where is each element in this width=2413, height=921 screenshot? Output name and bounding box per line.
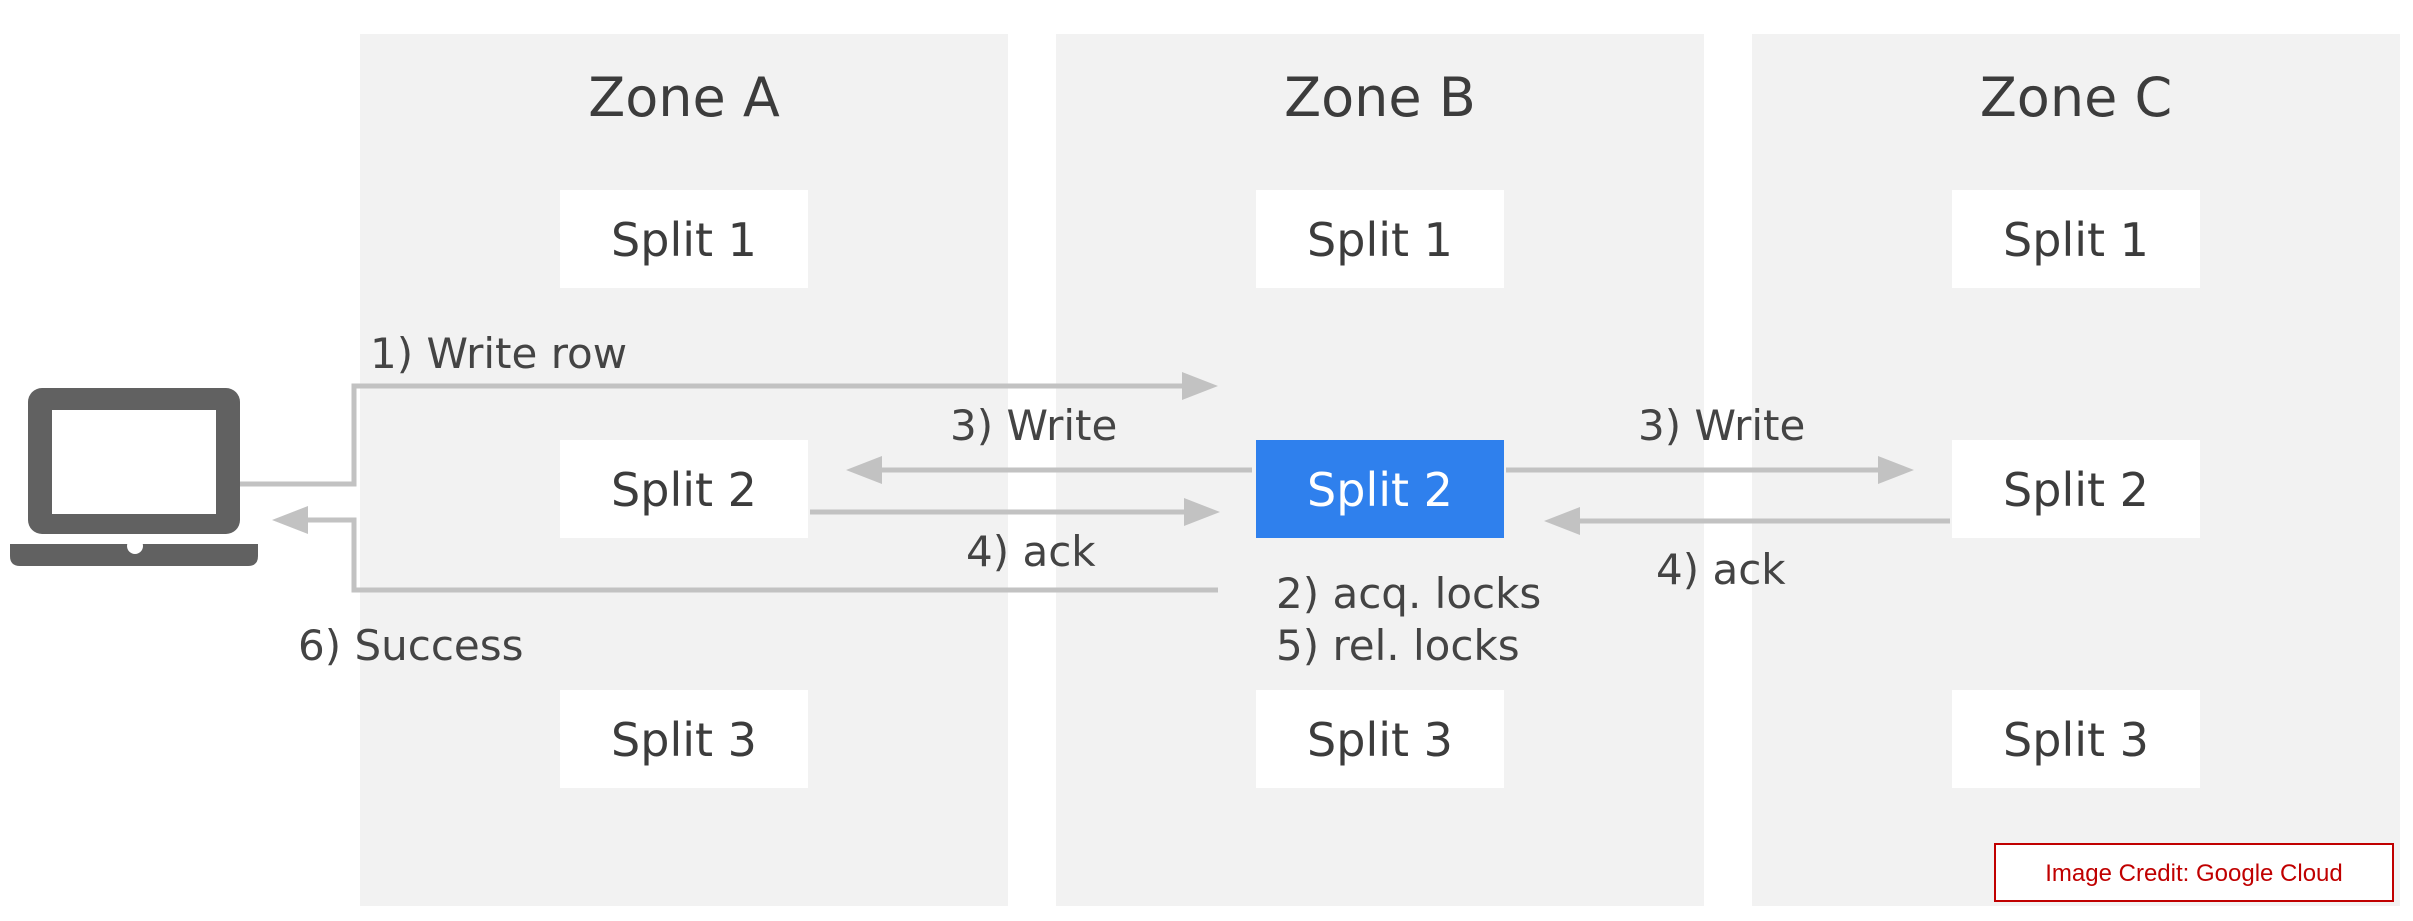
write-zone-a-arrow-head [846,456,882,484]
zone-b-title: Zone B [1284,66,1476,129]
write-zone-c-arrow-head [1878,456,1914,484]
zone-c-split-2 [1952,440,2200,538]
step-ack-zone-c-label: 4) ack [1656,545,1786,594]
flow-arrows [240,372,1950,593]
image-credit-box [1994,843,2394,902]
zone-c-split-3 [1952,690,2200,788]
zone-a-split-2-label: Split 2 [611,463,757,517]
zone-b-split-1 [1256,190,1504,288]
step-success-label: 6) Success [298,621,524,670]
zone-a-split-1-label: Split 1 [611,213,757,267]
step-write-zone-a-label: 3) Write [950,401,1117,450]
zone-a-split-2 [560,440,808,538]
image-credit-text: Image Credit: Google Cloud [2045,860,2343,887]
write-row-arrow-line [240,383,1190,487]
zone-c-split-3-label: Split 3 [2003,713,2149,767]
step-labels: 1) Write row 3) Write 4) ack 3) Write 4)… [298,329,1805,670]
zone-c-title: Zone C [1980,66,2172,129]
step-rel-locks-label: 5) rel. locks [1276,621,1520,670]
zone-b-split-2-leader [1256,440,1504,538]
zone-b-split-2-label: Split 2 [1307,463,1453,517]
zone-c-split-1-label: Split 1 [2003,213,2149,267]
laptop-trackpad-dot [127,538,143,554]
zone-a-split-3 [560,690,808,788]
zone-c-split-2-label: Split 2 [2003,463,2149,517]
laptop-screen [52,410,216,514]
step-ack-zone-a-label: 4) ack [966,527,1096,576]
laptop-icon [10,388,258,566]
step-write-row-label: 1) Write row [370,329,627,378]
image-credit: Image Credit: Google Cloud [1994,843,2394,902]
ack-zone-a-arrow-head [1184,498,1220,526]
success-arrow-head [272,506,308,534]
zone-a-split-1 [560,190,808,288]
step-acq-locks-label: 2) acq. locks [1276,569,1541,618]
step-write-zone-c-label: 3) Write [1638,401,1805,450]
laptop-base [10,544,258,566]
zone-b-split-3-label: Split 3 [1307,713,1453,767]
write-row-arrow-head [1182,372,1218,400]
zone-b-split-1-label: Split 1 [1307,213,1453,267]
zone-a-split-3-label: Split 3 [611,713,757,767]
success-arrow-line [300,517,1218,593]
zone-b-split-3 [1256,690,1504,788]
ack-zone-c-arrow-head [1544,507,1580,535]
zone-a-title: Zone A [588,66,780,129]
zone-c-split-1 [1952,190,2200,288]
